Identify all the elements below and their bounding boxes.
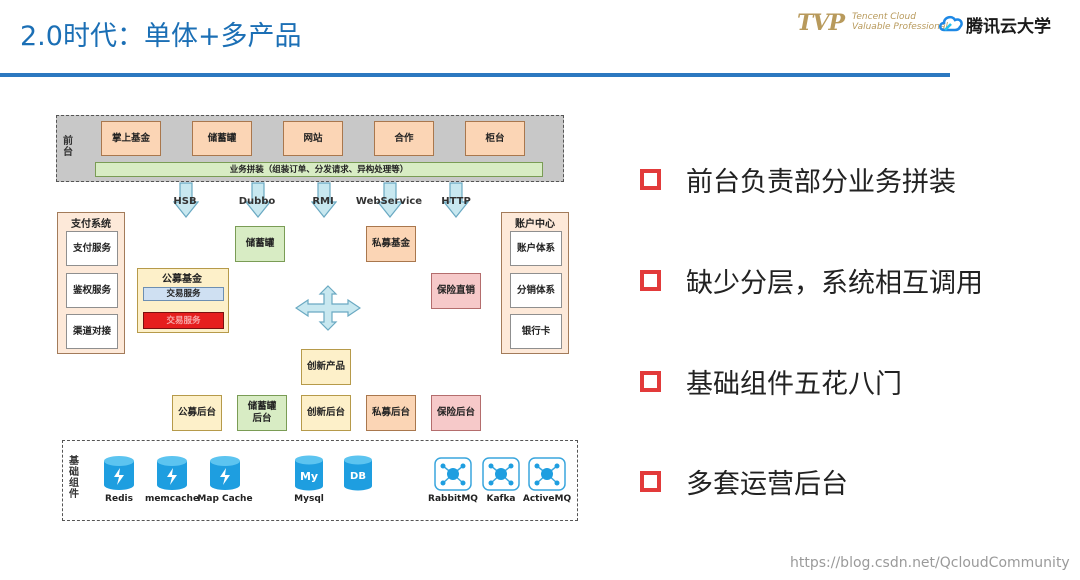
tvp-subtitle: Tencent Cloud Valuable Professional: [852, 12, 948, 32]
app-box-counter: 柜台: [465, 121, 525, 156]
slide-title: 2.0时代：单体+多产品: [20, 21, 302, 52]
product-savings: 储蓄罐: [235, 226, 285, 262]
backend-savings: 储蓄罐后台: [237, 395, 287, 431]
protocol-label-dubbo: Dubbo: [238, 196, 276, 207]
tvp-subtitle-line2: Valuable Professional: [852, 22, 948, 32]
component-label-mysql: Mysql: [294, 494, 324, 504]
product-insurance-direct: 保险直销: [431, 273, 481, 309]
public-fund-trade-service: 交易服务: [143, 287, 224, 301]
rabbitmq-icon: [434, 457, 472, 491]
protocol-arrow-dubbo: [245, 182, 271, 218]
bullet-text: 多套运营后台: [686, 469, 848, 500]
public-fund-title: 公募基金: [162, 274, 202, 285]
public-fund-trade-service-error: 交易服务: [143, 312, 224, 329]
payment-item-channel: 渠道对接: [66, 314, 118, 349]
component-label-rabbitmq: RabbitMQ: [428, 494, 478, 504]
bullet-text: 前台负责部分业务拼装: [686, 167, 956, 198]
frontend-label: 前台: [63, 136, 73, 158]
account-item-account: 账户体系: [510, 231, 562, 266]
payment-item-auth-service: 鉴权服务: [66, 273, 118, 308]
bullet-text: 基础组件五花八门: [686, 369, 902, 400]
database-icon: DB: [344, 455, 372, 491]
mysql-badge: My: [300, 470, 318, 483]
component-label-redis: Redis: [105, 494, 133, 504]
architecture-diagram: 前台 掌上基金 储蓄罐 网站 合作 柜台 业务拼装（组装订单、分发请求、异构处理…: [56, 115, 578, 521]
bullet-item: 缺少分层，系统相互调用: [640, 261, 983, 300]
backend-private-fund: 私募后台: [366, 395, 416, 431]
map-cache-icon: [210, 456, 240, 490]
bullet-item: 多套运营后台: [640, 462, 848, 501]
bullet-square-icon: [640, 471, 661, 492]
app-box-mobile-fund: 掌上基金: [101, 121, 161, 156]
title-divider: [0, 73, 950, 77]
payment-item-pay-service: 支付服务: [66, 231, 118, 266]
account-center-title: 账户中心: [515, 219, 555, 230]
tencent-brand-name: 腾讯云大学: [966, 17, 1051, 37]
account-item-distribution: 分销体系: [510, 273, 562, 308]
component-label-activemq: ActiveMQ: [522, 494, 572, 504]
app-box-partner: 合作: [374, 121, 434, 156]
protocol-arrow-http: [443, 182, 469, 218]
protocol-label-webservice: WebService: [355, 196, 423, 207]
app-box-savings: 储蓄罐: [192, 121, 252, 156]
backend-innovative: 创新后台: [301, 395, 351, 431]
product-private-fund: 私募基金: [366, 226, 416, 262]
bullet-text: 缺少分层，系统相互调用: [686, 268, 983, 299]
app-box-website: 网站: [283, 121, 343, 156]
protocol-arrow-webservice: [377, 182, 403, 218]
kafka-icon: [482, 457, 520, 491]
tvp-logo: TVP: [797, 10, 845, 36]
protocol-arrow-hsb: [173, 182, 199, 218]
bullet-square-icon: [640, 270, 661, 291]
backend-public-fund: 公募后台: [172, 395, 222, 431]
component-label-map-cache: Map Cache: [197, 494, 253, 504]
component-label-kafka: Kafka: [486, 494, 516, 504]
tvp-subtitle-line1: Tencent Cloud: [852, 12, 916, 22]
protocol-label-rmi: RMI: [312, 196, 334, 207]
source-watermark: https://blog.csdn.net/QcloudCommunity: [790, 555, 1070, 571]
base-components-label: 基础组件: [69, 456, 79, 500]
protocol-label-hsb: HSB: [173, 196, 197, 207]
bullet-square-icon: [640, 169, 661, 190]
payment-system-title: 支付系统: [71, 219, 111, 230]
bullet-square-icon: [640, 371, 661, 392]
bidirectional-cross-arrow-icon: [295, 285, 361, 331]
component-label-memcache: memcache: [144, 494, 200, 504]
base-components-panel: [62, 440, 578, 521]
protocol-arrow-rmi: [311, 182, 337, 218]
bullet-item: 基础组件五花八门: [640, 362, 902, 401]
activemq-icon: [528, 457, 566, 491]
memcache-icon: [157, 456, 187, 490]
product-innovative: 创新产品: [301, 349, 351, 385]
tencent-cloud-icon: [938, 15, 963, 32]
database-badge: DB: [350, 471, 366, 482]
redis-icon: [104, 456, 134, 490]
account-item-bank-card: 银行卡: [510, 314, 562, 349]
protocol-label-http: HTTP: [441, 196, 471, 207]
backend-insurance: 保险后台: [431, 395, 481, 431]
mysql-icon: My: [295, 455, 323, 491]
business-assembly-bar: 业务拼装（组装订单、分发请求、异构处理等）: [95, 162, 543, 177]
bullet-item: 前台负责部分业务拼装: [640, 160, 956, 199]
